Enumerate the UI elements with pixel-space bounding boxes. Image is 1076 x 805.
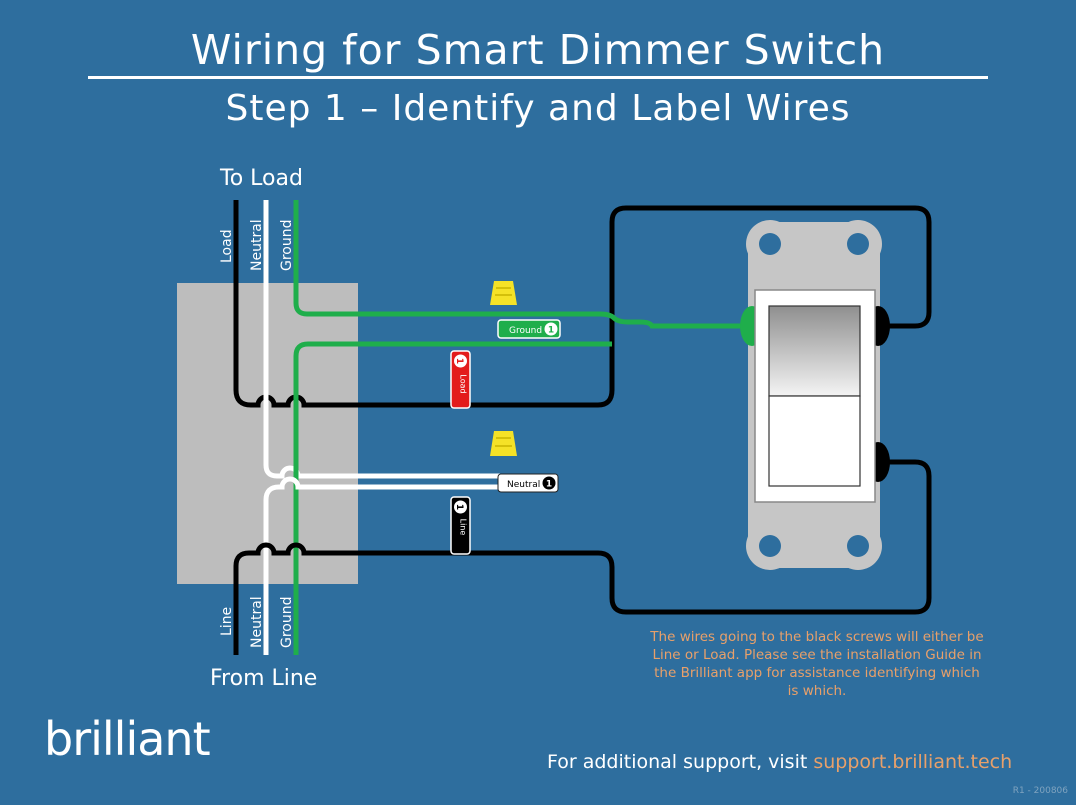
- top-load-wire-label: Load: [219, 229, 235, 263]
- support-link[interactable]: support.brilliant.tech: [813, 751, 1013, 773]
- ground-wire-nut: [490, 281, 517, 305]
- top-neutral-wire-label: Neutral: [249, 219, 265, 271]
- neutral-tag: Neutral 1: [497, 473, 559, 493]
- line-tag: 1 Line: [450, 496, 471, 555]
- smart-dimmer-switch: [740, 220, 890, 570]
- line-wire: [233, 459, 932, 655]
- bottom-ground-wire: [293, 341, 612, 655]
- bottom-neutral-wire: [263, 476, 500, 655]
- step-subtitle: Step 1 – Identify and Label Wires: [225, 88, 851, 129]
- dimmer-paddle-bottom: [768, 395, 861, 487]
- ground-tag: Ground 1: [497, 319, 561, 339]
- title-divider: [88, 76, 988, 79]
- to-load-label: To Load: [220, 166, 303, 191]
- ground-tag-num: 1: [548, 326, 554, 336]
- support-prefix: For additional support, visit: [547, 751, 814, 773]
- mount-hole-top-left: [759, 233, 781, 255]
- line-tag-num: 1: [454, 504, 464, 510]
- line-tag-text: Line: [459, 519, 468, 536]
- load-wire: [233, 200, 932, 408]
- bottom-line-wire-label: Line: [219, 606, 235, 636]
- bottom-ground-wire-label: Ground: [279, 596, 295, 649]
- neutral-tag-text: Neutral: [507, 480, 540, 490]
- neutral-tag-num: 1: [546, 480, 552, 490]
- load-tag-text: Load: [459, 374, 468, 393]
- ground-tag-text: Ground: [509, 326, 542, 336]
- main-title: Wiring for Smart Dimmer Switch: [190, 26, 886, 74]
- dimmer-paddle-top: [768, 305, 861, 397]
- mount-hole-bottom-right: [847, 535, 869, 557]
- load-tag-num: 1: [454, 358, 464, 364]
- brilliant-logo: brilliant: [44, 712, 211, 766]
- screw-note: The wires going to the black screws will…: [650, 629, 984, 699]
- load-tag: 1 Load: [450, 350, 471, 409]
- bottom-neutral-wire-label: Neutral: [249, 596, 265, 648]
- neutral-wire-nut: [490, 431, 517, 456]
- mount-hole-bottom-left: [759, 535, 781, 557]
- revision-code: R1 - 200806: [1012, 786, 1068, 796]
- from-line-label: From Line: [210, 666, 318, 691]
- top-ground-wire: [293, 200, 750, 329]
- mount-hole-top-right: [847, 233, 869, 255]
- top-ground-wire-label: Ground: [279, 219, 295, 272]
- support-text: For additional support, visit support.br…: [547, 751, 1012, 773]
